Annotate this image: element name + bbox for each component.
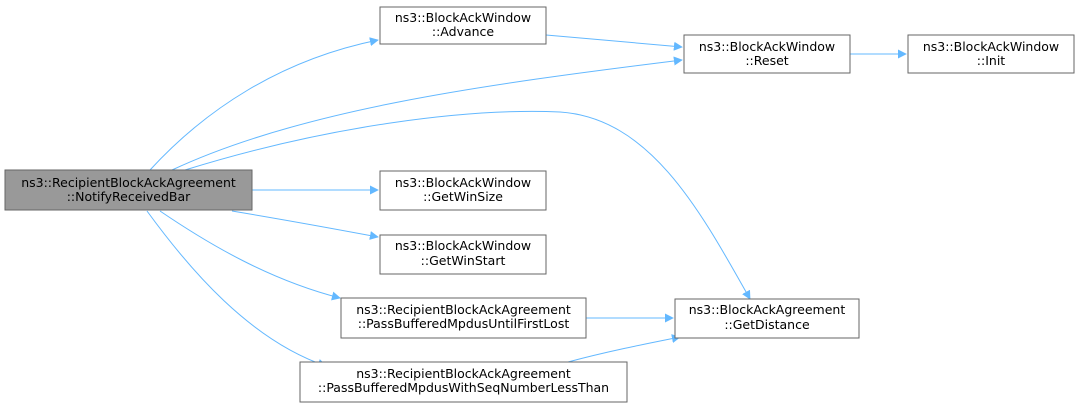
- edge-notifyreceivedbar-to-passseqlessthan: [146, 210, 327, 368]
- node-getwinstart-line2: ::GetWinStart: [421, 253, 506, 268]
- node-init[interactable]: ns3::BlockAckWindow ::Init: [907, 34, 1075, 74]
- edge-notifyreceivedbar-to-passuntilfirstlost: [159, 210, 341, 301]
- node-getwinsize-line2: ::GetWinSize: [423, 189, 503, 204]
- node-getwinstart-line1: ns3::BlockAckWindow: [395, 238, 531, 253]
- node-passseqlessthan-line2: ::PassBufferedMpdusWithSeqNumberLessThan: [318, 380, 609, 395]
- node-getwinsize-line1: ns3::BlockAckWindow: [395, 175, 531, 190]
- edge-passseqlessthan-to-getdistance: [567, 334, 681, 363]
- node-init-line2: ::Init: [977, 53, 1006, 68]
- node-advance[interactable]: ns3::BlockAckWindow ::Advance: [379, 6, 547, 45]
- node-notifyreceivedbar[interactable]: ns3::RecipientBlockAckAgreement ::Notify…: [4, 169, 253, 211]
- node-advance-line1: ns3::BlockAckWindow: [395, 10, 531, 25]
- node-passuntilfirstlost-line1: ns3::RecipientBlockAckAgreement: [356, 302, 571, 317]
- node-reset-line1: ns3::BlockAckWindow: [699, 39, 835, 54]
- edge-advance-to-reset: [545, 34, 683, 51]
- node-getdistance-line1: ns3::BlockAckAgreement: [689, 302, 846, 317]
- node-passuntilfirstlost-line2: ::PassBufferedMpdusUntilFirstLost: [358, 316, 570, 331]
- edge-notifyreceivedbar-to-advance: [149, 37, 379, 171]
- edge-notifyreceivedbar-to-getdistance: [184, 110, 751, 300]
- node-notifyreceivedbar-line2: ::NotifyReceivedBar: [67, 189, 191, 204]
- node-reset[interactable]: ns3::BlockAckWindow ::Reset: [683, 34, 851, 74]
- node-passuntilfirstlost[interactable]: ns3::RecipientBlockAckAgreement ::PassBu…: [340, 297, 587, 339]
- edge-notifyreceivedbar-to-getwinstart: [231, 210, 379, 240]
- node-reset-line2: ::Reset: [745, 53, 788, 68]
- node-init-line1: ns3::BlockAckWindow: [923, 39, 1059, 54]
- node-getdistance-line2: ::GetDistance: [724, 317, 810, 332]
- edge-notifyreceivedbar-to-reset: [171, 56, 683, 171]
- node-advance-line2: ::Advance: [432, 24, 495, 39]
- node-passseqlessthan[interactable]: ns3::RecipientBlockAckAgreement ::PassBu…: [299, 361, 628, 403]
- node-getwinstart[interactable]: ns3::BlockAckWindow ::GetWinStart: [379, 234, 547, 275]
- node-getwinsize[interactable]: ns3::BlockAckWindow ::GetWinSize: [379, 170, 547, 211]
- node-passseqlessthan-line1: ns3::RecipientBlockAckAgreement: [356, 366, 571, 381]
- node-getdistance[interactable]: ns3::BlockAckAgreement ::GetDistance: [674, 298, 860, 339]
- node-notifyreceivedbar-line1: ns3::RecipientBlockAckAgreement: [21, 175, 236, 190]
